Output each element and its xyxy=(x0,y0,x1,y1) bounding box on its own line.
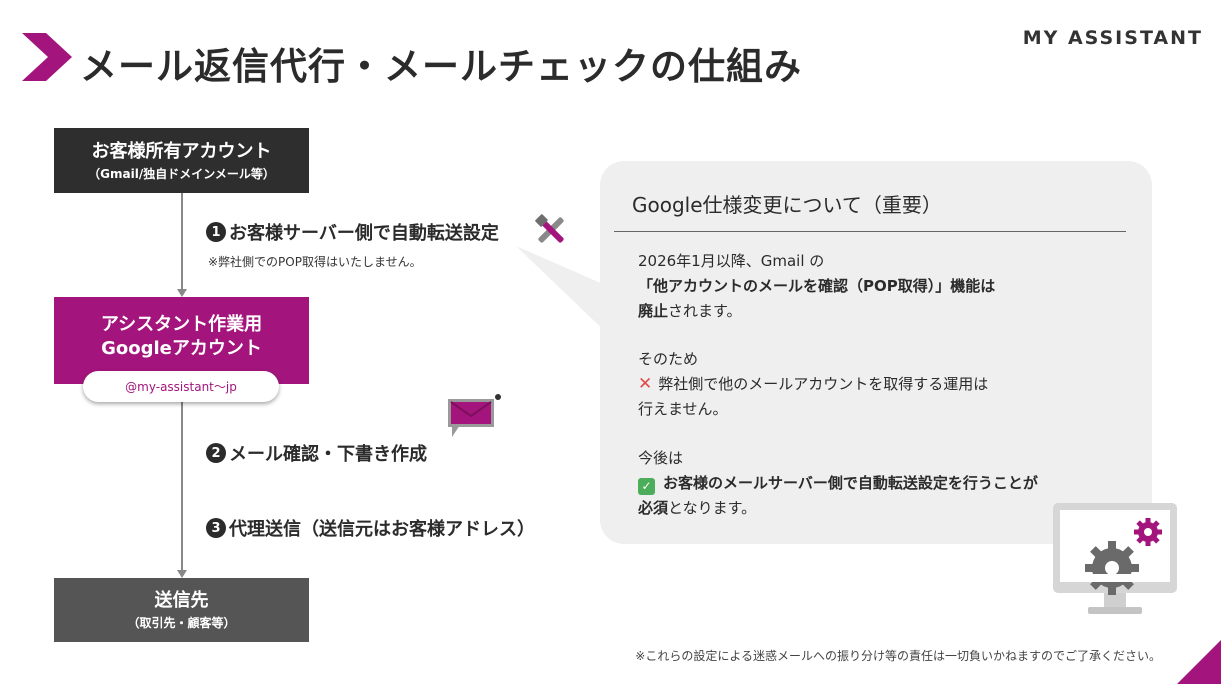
monitor-gear-icon xyxy=(1053,503,1177,614)
brand-logo: MY ASSISTANT xyxy=(1022,27,1203,49)
notice-p1-line2: 「他アカウントのメールを確認（POP取得）」機能は xyxy=(638,277,996,295)
notice-p3-line2: ✓ お客様のメールサーバー側で自動転送設定を行うことが xyxy=(638,471,1038,496)
connector-arrow-bottom xyxy=(177,570,187,578)
connector-line-bottom xyxy=(181,402,183,570)
notice-p2-line1: そのため xyxy=(638,350,699,368)
step-3: 3 代理送信（送信元はお客様アドレス） xyxy=(206,515,535,541)
destination-subtitle: （取引先・顧客等） xyxy=(127,616,236,630)
assistant-account-line2: Googleアカウント xyxy=(101,337,262,359)
notice-p3-line3: 必須となります。 xyxy=(638,496,1038,521)
notice-p3-line1: 今後は xyxy=(638,449,684,467)
step-1-note: ※弊社側でのPOP取得はいたしません。 xyxy=(208,255,422,269)
destination-title: 送信先 xyxy=(154,590,209,611)
notice-paragraph-2: そのため ✕ 弊社側で他のメールアカウントを取得する運用は 行えません。 xyxy=(638,347,988,422)
client-account-subtitle: （Gmail/独自ドメインメール等） xyxy=(88,166,275,181)
footer-disclaimer: ※これらの設定による迷惑メールへの振り分け等の責任は一切負いかねますのでご了承く… xyxy=(635,649,1161,663)
client-account-title: お客様所有アカウント xyxy=(91,140,272,162)
connector-arrow-top xyxy=(177,289,187,297)
step-3-number: 3 xyxy=(206,518,226,538)
assistant-account-line1: アシスタント作業用 xyxy=(100,313,263,335)
envelope-icon xyxy=(448,394,501,437)
assistant-email-pill: @my-assistant〜jp xyxy=(83,371,279,402)
notice-p3-emphasis: 必須 xyxy=(638,499,669,517)
step-3-label: 代理送信（送信元はお客様アドレス） xyxy=(229,519,535,540)
destination-box: 送信先 （取引先・顧客等） xyxy=(54,578,309,642)
notice-p1-line1: 2026年1月以降、Gmail の xyxy=(638,252,825,270)
cross-mark-icon: ✕ xyxy=(638,374,653,394)
step-1-label: お客様サーバー側で自動転送設定 xyxy=(229,223,499,244)
corner-accent xyxy=(1177,640,1221,684)
step-1-number: 1 xyxy=(206,222,226,242)
notice-p2-line2-text: 弊社側で他のメールアカウントを取得する運用は xyxy=(658,375,989,393)
notice-p1-line3: 廃止されます。 xyxy=(638,299,995,324)
notice-divider xyxy=(614,231,1126,232)
notice-p2-line2: ✕ 弊社側で他のメールアカウントを取得する運用は xyxy=(638,372,988,397)
check-mark-icon: ✓ xyxy=(638,478,655,495)
notice-p1-line3-rest: されます。 xyxy=(668,302,742,320)
assistant-account-box: アシスタント作業用 Googleアカウント xyxy=(54,297,309,384)
notice-title: Google仕様変更について（重要） xyxy=(632,193,942,217)
step-2-number: 2 xyxy=(206,443,226,463)
step-2-label: メール確認・下書き作成 xyxy=(229,444,427,465)
notice-p3-line2-text: お客様のメールサーバー側で自動転送設定を行うことが xyxy=(663,474,1038,492)
notice-p1-emphasis: 廃止 xyxy=(638,302,669,320)
notice-p2-line3: 行えません。 xyxy=(638,400,728,418)
page-title: メール返信代行・メールチェックの仕組み xyxy=(80,45,802,88)
step-1: 1 お客様サーバー側で自動転送設定 xyxy=(206,219,499,245)
notice-paragraph-3: 今後は ✓ お客様のメールサーバー側で自動転送設定を行うことが 必須となります。 xyxy=(638,446,1038,521)
connector-line-top xyxy=(181,193,183,289)
title-chevron-icon xyxy=(22,33,72,81)
notice-paragraph-1: 2026年1月以降、Gmail の 「他アカウントのメールを確認（POP取得）」… xyxy=(638,249,995,324)
step-2: 2 メール確認・下書き作成 xyxy=(206,440,427,466)
notice-p3-line3-rest: となります。 xyxy=(668,499,757,517)
tools-icon xyxy=(535,214,564,243)
client-account-box: お客様所有アカウント （Gmail/独自ドメインメール等） xyxy=(54,128,309,193)
notice-panel xyxy=(600,161,1152,544)
